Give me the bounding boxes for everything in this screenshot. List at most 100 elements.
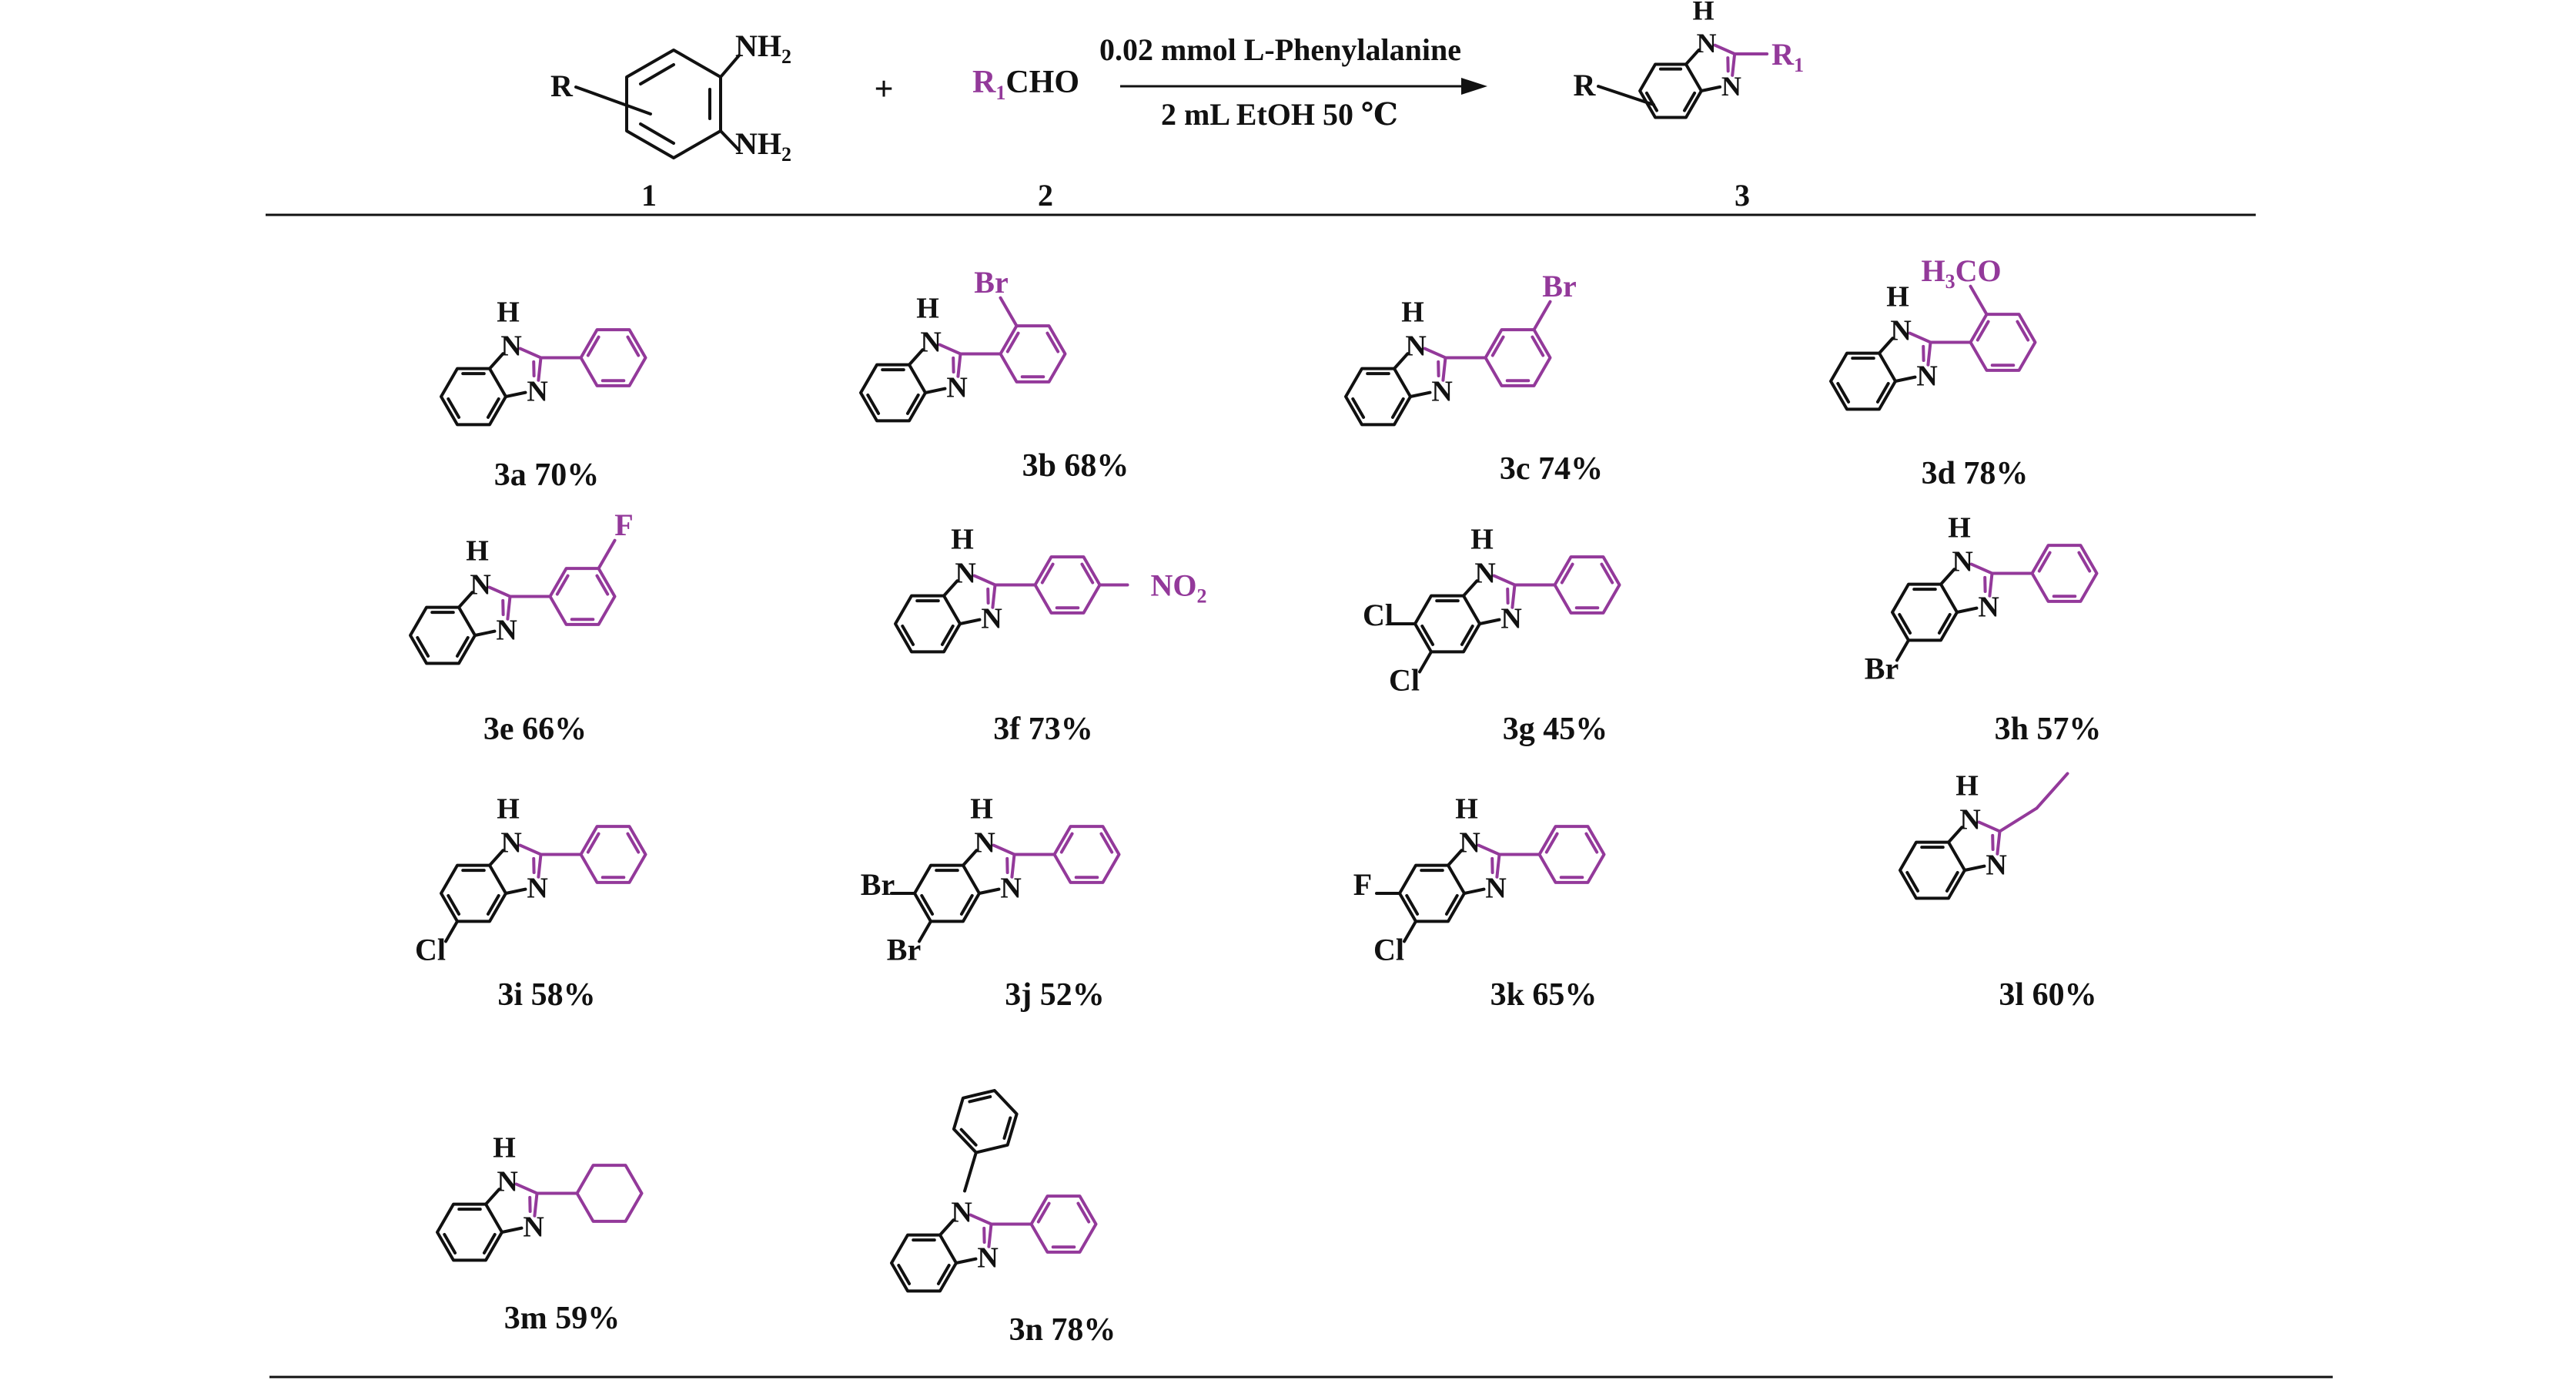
inner-double-bond — [555, 574, 570, 596]
inner-double-bond — [866, 393, 881, 415]
inner-double-bond — [897, 1263, 912, 1285]
substituent-bond — [597, 538, 617, 571]
inner-double-bond — [1531, 335, 1545, 357]
n3-label: N — [946, 371, 967, 404]
aryl-ring — [1052, 825, 1121, 884]
aryl-ring — [1484, 328, 1552, 387]
inner-double-bond — [1405, 893, 1420, 916]
inner-double-bond — [1945, 870, 1959, 893]
imidazole-bond — [1510, 583, 1517, 609]
compound-label: 3d 78% — [1922, 456, 2029, 491]
imidazole-bond — [978, 887, 1001, 895]
inner-double-bond — [447, 397, 461, 419]
reactant1-number: 1 — [641, 178, 657, 213]
substituent-label: Br — [974, 265, 1008, 300]
imidazole-bond — [504, 887, 527, 895]
imidazole-bond — [504, 390, 527, 398]
inner-double-bond — [936, 1263, 951, 1285]
imidazole-bond — [1393, 352, 1410, 370]
aryl-ring — [1537, 825, 1606, 884]
imidazole-bond — [1684, 49, 1701, 66]
inner-double-bond — [1560, 562, 1574, 585]
ethyl-bond — [2035, 772, 2069, 810]
compound-label: 3c 74% — [1500, 451, 1603, 487]
imidazole-bond — [1010, 853, 1016, 879]
cyclohexyl-ring — [575, 1164, 644, 1223]
inner-double-bond — [940, 624, 955, 646]
n1-label: N — [1459, 826, 1480, 859]
imidazole-bond — [518, 843, 543, 856]
imidazole-bond — [1441, 356, 1447, 382]
imidazole-bond — [1478, 618, 1501, 625]
nh-label: H — [1886, 280, 1909, 313]
compound-label: 3m 59% — [504, 1301, 621, 1336]
imidazole-bond — [1447, 849, 1464, 867]
inner-double-bond — [1584, 832, 1599, 854]
inner-double-bond — [1490, 335, 1505, 357]
aryl-ring — [999, 324, 1067, 384]
nh-label: H — [916, 292, 939, 324]
reactant1-nh2-top-bond — [719, 54, 741, 79]
inner-double-bond — [626, 335, 641, 357]
imidazole-bond — [1699, 85, 1722, 92]
n1-label: N — [1959, 803, 1980, 836]
imidazole-bond — [969, 1213, 993, 1226]
inner-double-bond — [1059, 832, 1074, 854]
benzo-ring — [1413, 594, 1481, 654]
aryl-ring — [1029, 1194, 1098, 1254]
nh-label: H — [497, 792, 520, 825]
imidazole-bond — [991, 583, 997, 609]
imidazole-bond — [1969, 562, 1994, 575]
core-substituent-bottom: Cl — [1373, 932, 1404, 967]
ethyl-bond — [1998, 806, 2039, 833]
n3-label: N — [1986, 849, 2006, 881]
reactant2-formula: R1CHO — [972, 65, 1079, 104]
imidazole-bond — [1878, 337, 1895, 355]
n1-label: N — [470, 568, 490, 601]
inner-double-bond — [486, 893, 500, 916]
aryl-ring — [548, 567, 617, 626]
inner-double-bond — [482, 1232, 497, 1255]
core-substituent-bottom: Cl — [1389, 662, 1420, 697]
imidazole-bond — [1955, 606, 1979, 614]
n3-label: N — [1500, 602, 1521, 635]
core-substituent-bond — [444, 920, 459, 943]
imidazole-bond — [506, 595, 512, 621]
inner-double-bond — [443, 1232, 457, 1255]
imidazole-bond — [1462, 579, 1479, 598]
compound-label: 3h 57% — [1995, 712, 2102, 747]
inner-double-bond — [447, 893, 461, 916]
benzo-ring — [1829, 351, 1897, 411]
n3-label: N — [496, 614, 517, 646]
inner-double-bond — [455, 635, 470, 658]
benzo-ring — [436, 1202, 503, 1262]
inner-double-bond — [1460, 624, 1474, 646]
inner-double-bond — [1905, 870, 1920, 893]
compound-label: 3i 58% — [497, 977, 595, 1013]
n3-label: N — [1485, 872, 1506, 904]
compound-label: 3f 73% — [993, 712, 1093, 747]
imidazole-bond — [487, 585, 512, 598]
compound-label: 3l 60% — [1999, 977, 2096, 1013]
imidazole-bond — [484, 1188, 501, 1206]
inner-double-bond — [1002, 1116, 1012, 1140]
imidazole-bond — [537, 356, 543, 382]
imidazole-bond — [1409, 390, 1432, 398]
product-r1-label: R1 — [1771, 37, 1804, 76]
inner-double-bond — [626, 832, 641, 854]
core-substituent-top: F — [1353, 867, 1372, 902]
aryl-ring — [579, 825, 647, 884]
n3-label: N — [1978, 591, 1999, 623]
n1-label: N — [497, 1165, 517, 1198]
n1-label: N — [1890, 314, 1911, 347]
compound-label: 3b 68% — [1022, 448, 1129, 484]
core-substituent-top: Br — [861, 867, 895, 902]
substituent-bond — [999, 296, 1019, 328]
